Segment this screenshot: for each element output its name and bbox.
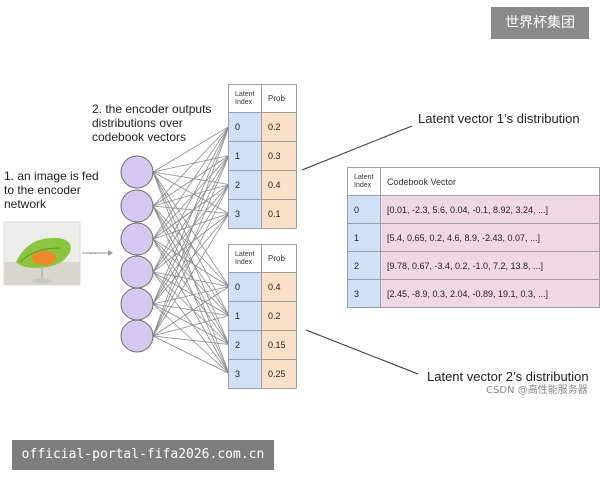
latent-index: 0 <box>348 196 381 224</box>
connection-line <box>153 336 229 374</box>
encoder-node <box>121 156 153 188</box>
encoder-node <box>121 223 153 255</box>
prob-value: 0.3 <box>262 142 297 171</box>
prob-value: 0.2 <box>262 302 297 331</box>
encoder-node <box>121 320 153 352</box>
header-latent-index: Latent Index <box>348 168 381 196</box>
encoder-node <box>121 288 153 320</box>
prob-value: 0.15 <box>262 331 297 360</box>
header-prob: Prob <box>262 245 297 273</box>
connection-line <box>153 316 229 337</box>
input-image <box>4 222 80 285</box>
latent-index: 1 <box>229 142 262 171</box>
prob-value: 0.4 <box>262 171 297 200</box>
prob-value: 0.25 <box>262 360 297 389</box>
latent-index: 3 <box>348 280 381 308</box>
encoder-node <box>121 190 153 222</box>
header-codebook-vector: Codebook Vector <box>380 168 599 196</box>
latent-index: 2 <box>229 171 262 200</box>
prob-value: 0.2 <box>262 113 297 142</box>
codebook-vector: [5.4, 0.65, 0.2, 4.6, 8.9, -2.43, 0.07, … <box>380 224 599 252</box>
header-latent-index: Latent Index <box>229 245 262 273</box>
header-latent-index: Latent Index <box>229 85 262 113</box>
latent-index: 2 <box>229 331 262 360</box>
connection-line <box>153 127 229 273</box>
latent-index: 0 <box>229 273 262 302</box>
encoder-node <box>121 256 153 288</box>
dist2-label: Latent vector 2’s distribution <box>427 369 589 384</box>
latent-index: 1 <box>348 224 381 252</box>
codebook-vector: [2.45, -8.9, 0.3, 2.04, -0.89, 19.1, 0.3… <box>380 280 599 308</box>
dist1-label: Latent vector 1’s distribution <box>418 111 580 126</box>
latent-index: 0 <box>229 113 262 142</box>
ellipsis-text: ... <box>89 244 97 258</box>
latent-index: 3 <box>229 200 262 229</box>
header-prob: Prob <box>262 85 297 113</box>
latent-index: 3 <box>229 360 262 389</box>
codebook-vector: [9.78, 0.67, -3.4, 0.2, -1.0, 7.2, 13.8,… <box>380 252 599 280</box>
prob-value: 0.4 <box>262 273 297 302</box>
connection-line <box>153 272 229 374</box>
latent-index: 2 <box>348 252 381 280</box>
connection-line <box>153 156 229 273</box>
prob-value: 0.1 <box>262 200 297 229</box>
codebook-table: Latent Index Codebook Vector 0[0.01, -2.… <box>347 167 600 308</box>
codebook-vector: [0.01, -2.3, 5.6, 0.04, -0.1, 8.92, 3.24… <box>380 196 599 224</box>
connection-line <box>153 336 229 345</box>
latent-index: 1 <box>229 302 262 331</box>
